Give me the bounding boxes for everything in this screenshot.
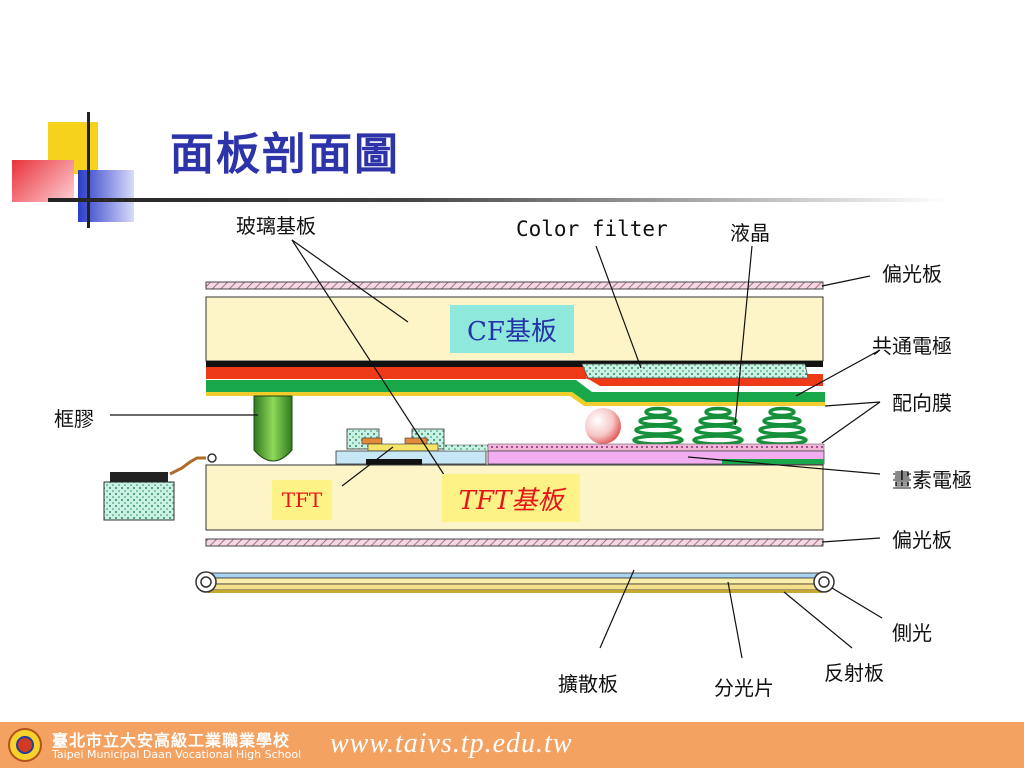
decor-vertical-line [87, 112, 90, 228]
alignment-film-top [206, 392, 825, 406]
school-logo-icon [8, 728, 42, 762]
school-name-en: Taipei Municipal Daan Vocational High Sc… [52, 748, 302, 761]
decor-horizontal-line [48, 198, 948, 202]
flex-cable [169, 456, 206, 476]
sealant [253, 395, 293, 462]
label-glass-substrate: 玻璃基板 [236, 214, 316, 238]
label-side-light: 側光 [892, 621, 932, 645]
label-pixel-electrode: 畫素電極 [892, 468, 972, 492]
label-alignment-film: 配向膜 [892, 391, 952, 415]
label-reflector: 反射板 [824, 661, 884, 685]
prism-sheet [207, 577, 823, 585]
page-title: 面板剖面圖 [170, 129, 400, 180]
color-filter-pattern [581, 363, 809, 379]
label-common-electrode: 共通電極 [872, 334, 952, 358]
tft-substrate-label-text: TFT基板 [458, 485, 564, 516]
liquid-crystal-molecules [632, 406, 808, 446]
tft-label-text: TFT [281, 488, 323, 512]
spacer-ball [585, 408, 621, 444]
alignment-film-bottom [487, 443, 825, 452]
top-polarizer [205, 281, 824, 290]
reflector-plate [208, 590, 822, 593]
school-name-zh: 臺北市立大安高級工業職業學校 [52, 731, 291, 750]
cf-substrate-label: CF基板 [450, 305, 574, 353]
label-top-polarizer: 偏光板 [882, 262, 942, 286]
black-matrix-layer [206, 361, 823, 367]
label-sealant: 框膠 [54, 407, 94, 431]
label-bottom-polarizer: 偏光板 [892, 528, 952, 552]
footer-bar: 臺北市立大安高級工業職業學校 Taipei Municipal Daan Voc… [0, 722, 1024, 768]
tft-substrate-label: TFT基板 [442, 474, 580, 522]
label-prism-sheet: 分光片 [714, 676, 774, 700]
diffuser-plate [207, 572, 823, 579]
school-url-link[interactable]: www.taivs.tp.edu.tw [330, 728, 573, 759]
leader-lines [110, 239, 883, 659]
common-electrode-green-layer [206, 380, 825, 402]
label-diffuser: 擴散板 [558, 672, 618, 696]
tft-gate [366, 459, 422, 465]
driver-board [103, 481, 175, 521]
label-color-filter: Color filter [516, 217, 668, 241]
bottom-polarizer [205, 538, 824, 547]
tft-label: TFT [272, 480, 332, 520]
label-liquid-crystal: 液晶 [730, 221, 770, 245]
cf-substrate-label-text: CF基板 [467, 316, 557, 347]
driver-ic [110, 472, 168, 482]
decor-red-square [12, 160, 74, 202]
